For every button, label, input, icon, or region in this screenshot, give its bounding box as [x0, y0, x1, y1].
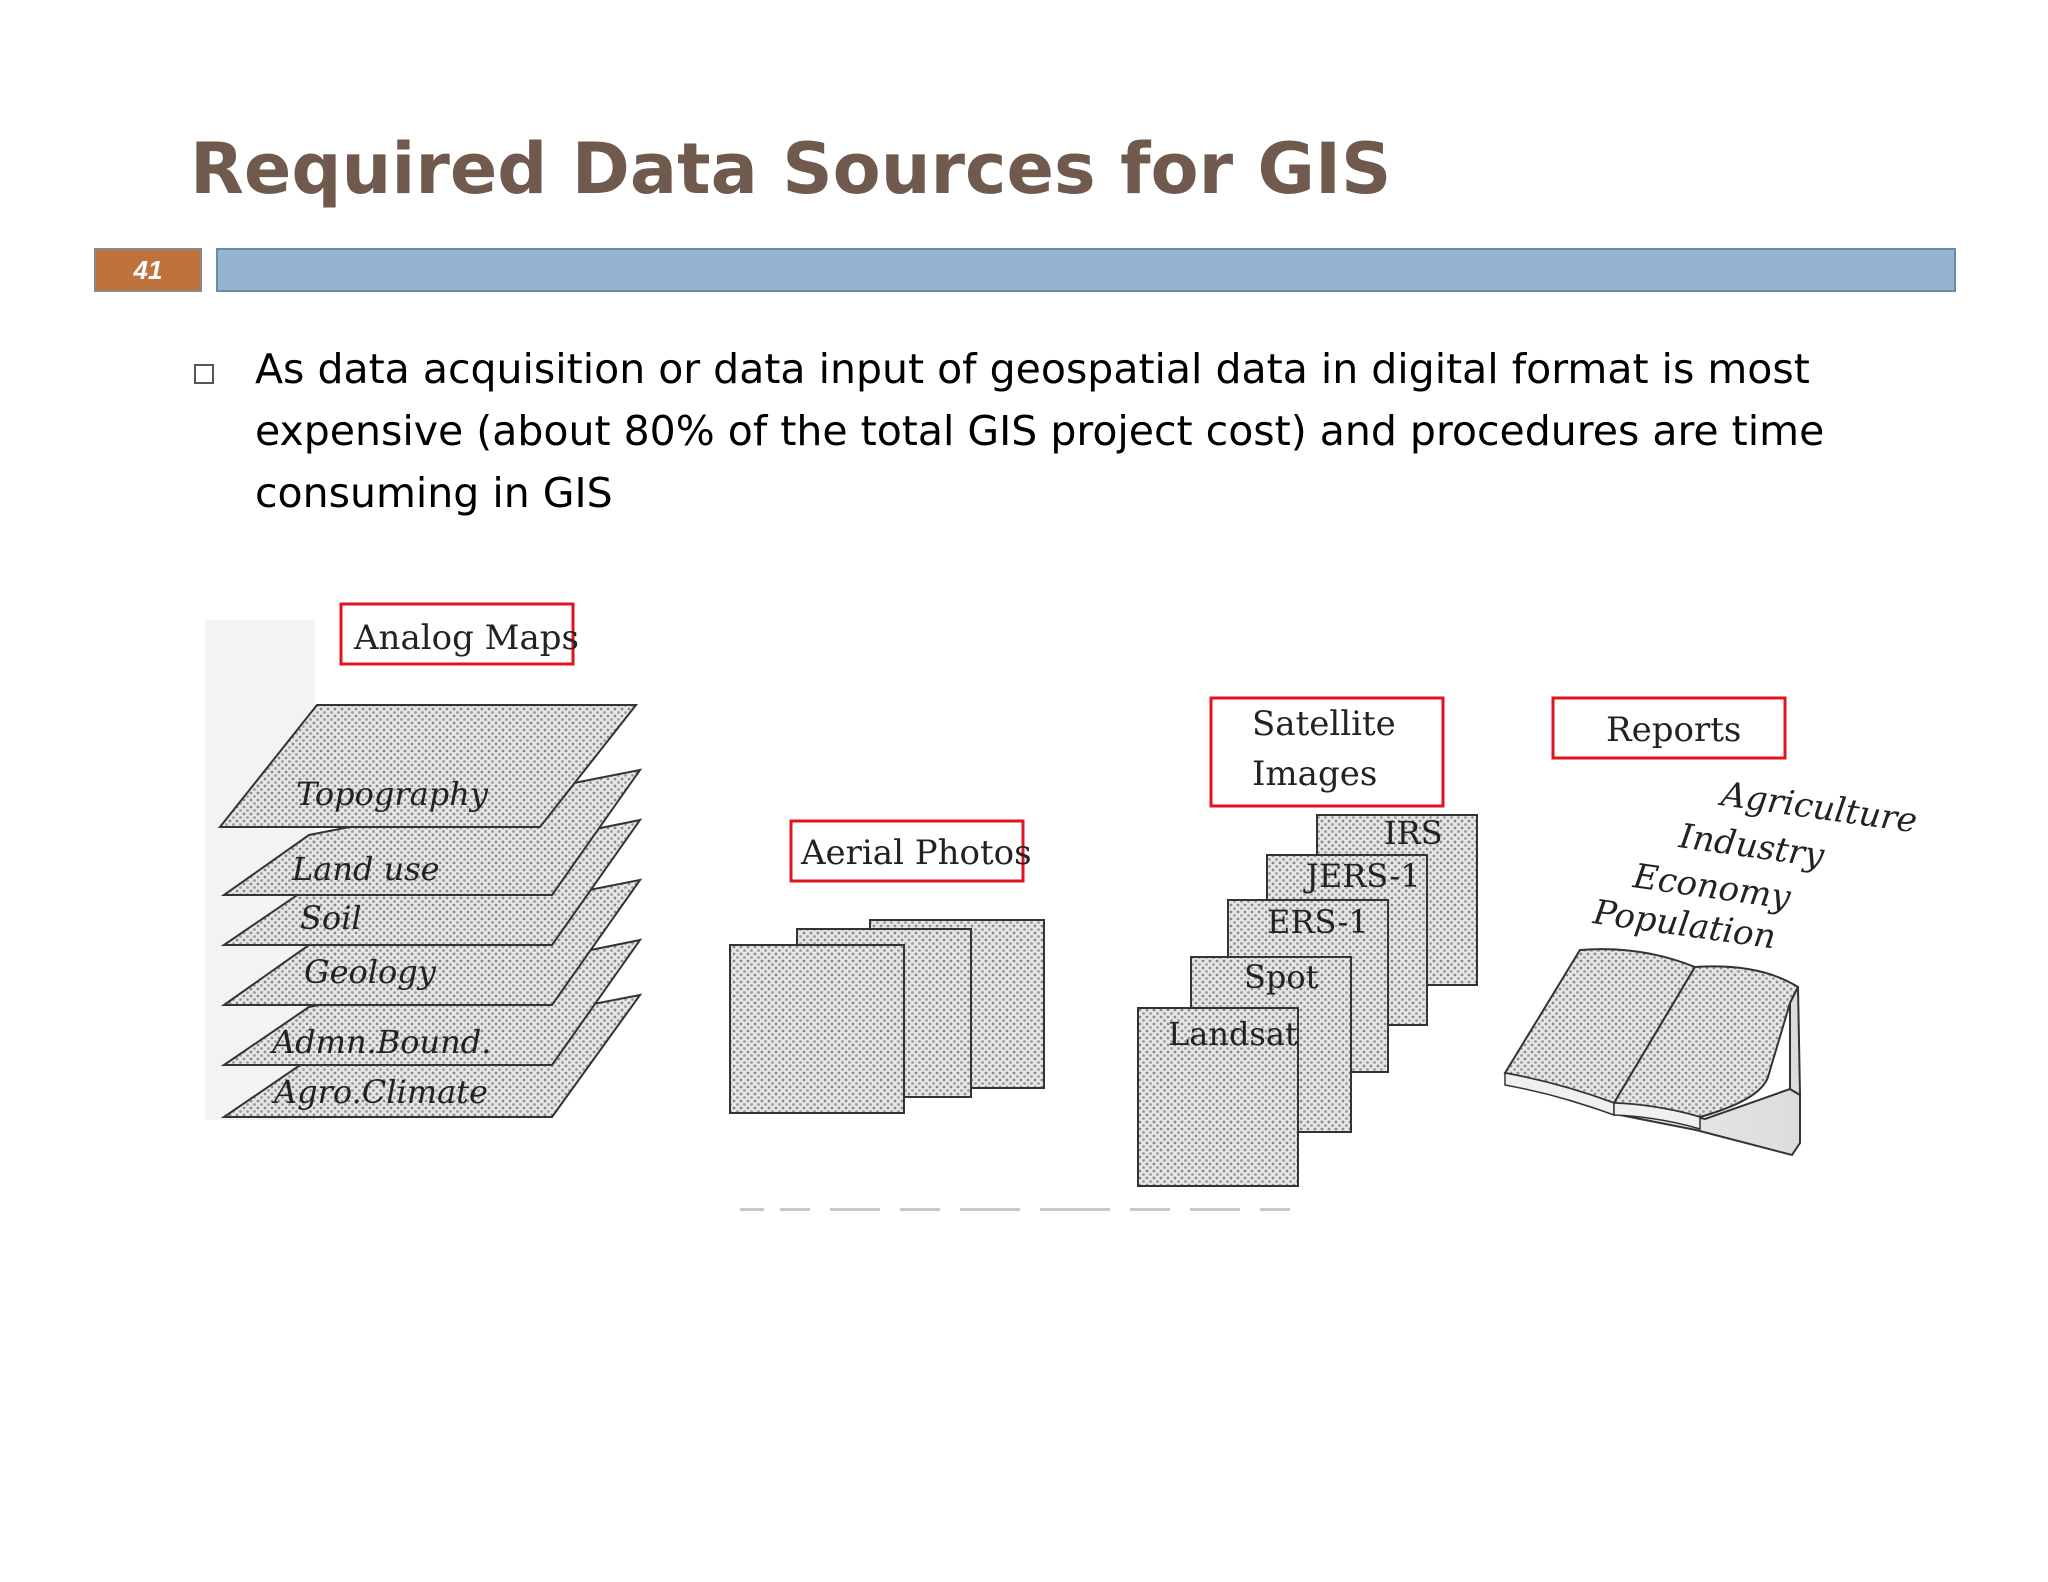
aerial-photos-group: Aerial Photos: [729, 819, 1045, 1114]
analog-maps-group: Analog Maps Topography Land use Soil Geo…: [217, 602, 643, 1118]
satellite-images-group: Satellite Images IRS JERS-1 ERS-1 Spot L…: [1137, 696, 1478, 1187]
layer-label-land-use: Land use: [291, 850, 440, 888]
layer-label-topography: Topography: [296, 775, 489, 813]
satellite-images-label-box: [1209, 696, 1445, 808]
analog-maps-label-box: [339, 602, 575, 666]
data-sources-diagram: Analog Maps Topography Land use Soil Geo…: [205, 602, 1920, 1211]
header-bar: [216, 248, 1956, 292]
satellite-card-landsat: [1137, 1007, 1299, 1187]
data-sources-figure: Analog Maps Topography Land use Soil Geo…: [200, 595, 1960, 1215]
layer-label-agro-climate: Agro.Climate: [271, 1073, 488, 1111]
reports-group: Reports Agriculture Industry Economy Pop…: [1503, 696, 1920, 1157]
reports-label: Reports: [1606, 710, 1741, 750]
satellite-label-jers1: JERS-1: [1303, 857, 1421, 895]
cropped-caption-remnant: [740, 1208, 1290, 1211]
satellite-label-landsat: Landsat: [1168, 1015, 1298, 1053]
satellite-images-label-line1: Satellite: [1252, 704, 1396, 744]
slide-title: Required Data Sources for GIS: [190, 128, 1392, 210]
satellite-label-irs: IRS: [1384, 814, 1443, 852]
satellite-label-spot: Spot: [1244, 958, 1319, 996]
open-book-icon: [1503, 948, 1802, 1157]
slide-number: 41: [94, 248, 202, 292]
layer-label-soil: Soil: [300, 899, 362, 937]
satellite-images-label-line2: Images: [1252, 754, 1377, 794]
layer-label-admn-bound: Admn.Bound.: [269, 1023, 491, 1061]
aerial-photo-front: [729, 944, 905, 1114]
aerial-photos-label-box: [789, 819, 1025, 883]
bullet-text: As data acquisition or data input of geo…: [255, 345, 1825, 517]
layer-topography: [217, 704, 639, 828]
satellite-label-ers1: ERS-1: [1267, 903, 1369, 941]
layer-label-geology: Geology: [304, 953, 437, 991]
bullet-square-icon: [194, 364, 214, 384]
reports-label-box: [1551, 696, 1787, 760]
analog-maps-label: Analog Maps: [353, 618, 579, 658]
aerial-photos-label: Aerial Photos: [800, 833, 1032, 873]
